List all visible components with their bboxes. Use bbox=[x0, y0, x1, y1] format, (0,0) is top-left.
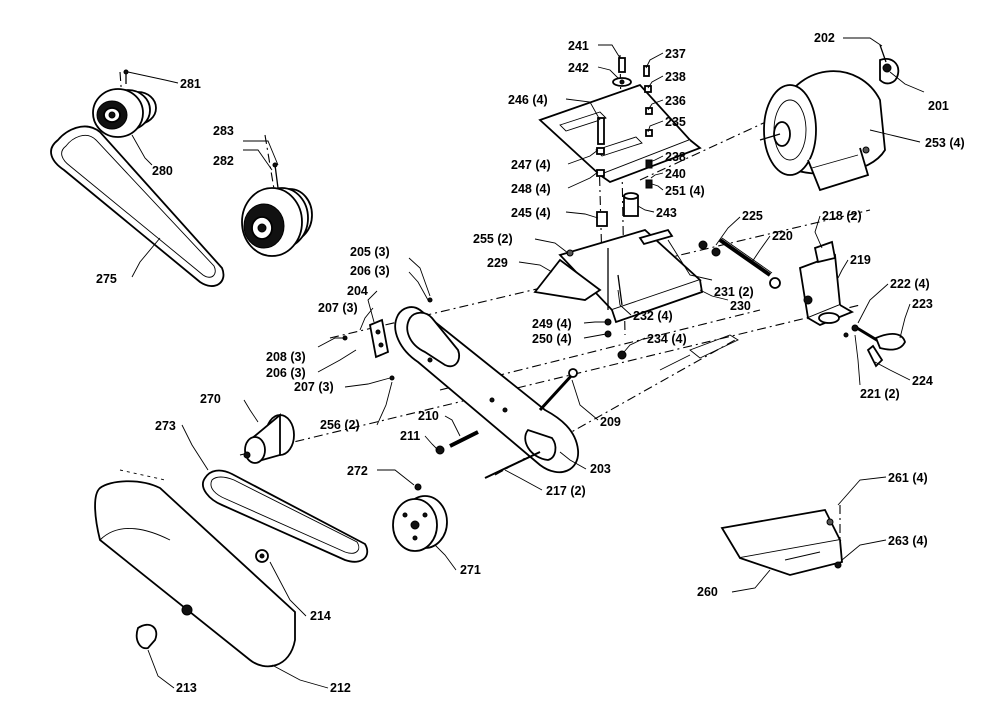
callout-243: 243 bbox=[656, 206, 677, 220]
callout-238b: 238 bbox=[665, 150, 686, 164]
callout-241: 241 bbox=[568, 39, 589, 53]
callout-221: 221 (2) bbox=[860, 387, 900, 401]
belt-275 bbox=[50, 125, 225, 287]
callout-273: 273 bbox=[155, 419, 176, 433]
callout-240: 240 bbox=[665, 167, 686, 181]
shafts bbox=[435, 368, 578, 479]
callout-207b: 207 (3) bbox=[294, 380, 334, 394]
callout-275: 275 bbox=[96, 272, 117, 286]
callout-214: 214 bbox=[310, 609, 331, 623]
callout-235: 235 bbox=[665, 115, 686, 129]
belt-guard-212 bbox=[94, 469, 296, 668]
knob-214 bbox=[255, 549, 269, 563]
callout-207a: 207 (3) bbox=[318, 301, 358, 315]
callout-222: 222 (4) bbox=[890, 277, 930, 291]
callout-208: 208 (3) bbox=[266, 350, 306, 364]
callout-237: 237 bbox=[665, 47, 686, 61]
pulley-271 bbox=[392, 483, 448, 552]
motor-assembly bbox=[759, 44, 900, 192]
callout-248: 248 (4) bbox=[511, 182, 551, 196]
belt-273 bbox=[202, 469, 369, 563]
part-callouts: 281 280 283 282 275 202 201 253 (4) 241 … bbox=[96, 31, 965, 695]
callout-236: 236 bbox=[665, 94, 686, 108]
callout-205: 205 (3) bbox=[350, 245, 390, 259]
callout-220: 220 bbox=[772, 229, 793, 243]
callout-263: 263 (4) bbox=[888, 534, 928, 548]
platform-230 bbox=[533, 228, 704, 360]
bracket-219 bbox=[798, 240, 855, 327]
callout-251: 251 (4) bbox=[665, 184, 705, 198]
callout-281: 281 bbox=[180, 77, 201, 91]
callout-272: 272 bbox=[347, 464, 368, 478]
step-pulley-282 bbox=[241, 162, 313, 257]
callout-249: 249 (4) bbox=[532, 317, 572, 331]
callout-242: 242 bbox=[568, 61, 589, 75]
callout-204: 204 bbox=[347, 284, 368, 298]
callout-232: 232 (4) bbox=[633, 309, 673, 323]
callout-224: 224 bbox=[912, 374, 933, 388]
callout-261: 261 (4) bbox=[888, 471, 928, 485]
callout-246: 246 (4) bbox=[508, 93, 548, 107]
handle-223 bbox=[843, 324, 906, 368]
callout-245: 245 (4) bbox=[511, 206, 551, 220]
callout-210: 210 bbox=[418, 409, 439, 423]
callout-283: 283 bbox=[213, 124, 234, 138]
step-pulley-280 bbox=[92, 69, 157, 138]
callout-209: 209 bbox=[600, 415, 621, 429]
callout-247: 247 (4) bbox=[511, 158, 551, 172]
callout-223: 223 bbox=[912, 297, 933, 311]
callout-217: 217 (2) bbox=[546, 484, 586, 498]
pulley-270 bbox=[243, 413, 295, 464]
callout-231: 231 (2) bbox=[714, 285, 754, 299]
callout-280: 280 bbox=[152, 164, 173, 178]
tension-rod-220 bbox=[698, 237, 781, 289]
callout-238a: 238 bbox=[665, 70, 686, 84]
callout-218: 218 (2) bbox=[822, 209, 862, 223]
bracket-204 bbox=[342, 297, 433, 381]
callout-213: 213 bbox=[176, 681, 197, 695]
adjuster-rod-231 bbox=[659, 334, 739, 371]
leader-lines bbox=[127, 37, 925, 689]
base-bracket-260 bbox=[720, 508, 843, 576]
callout-230: 230 bbox=[730, 299, 751, 313]
callout-234: 234 (4) bbox=[647, 332, 687, 346]
callout-229: 229 bbox=[487, 256, 508, 270]
callout-260: 260 bbox=[697, 585, 718, 599]
callout-206a: 206 (3) bbox=[350, 264, 390, 278]
callout-256: 256 (2) bbox=[320, 418, 360, 432]
callout-270: 270 bbox=[200, 392, 221, 406]
callout-253: 253 (4) bbox=[925, 136, 965, 150]
callout-202: 202 bbox=[814, 31, 835, 45]
callout-201: 201 bbox=[928, 99, 949, 113]
guard-plate-203 bbox=[394, 306, 579, 474]
callout-211: 211 bbox=[400, 429, 420, 443]
callout-219: 219 bbox=[850, 253, 871, 267]
callout-282: 282 bbox=[213, 154, 234, 168]
callout-203: 203 bbox=[590, 462, 611, 476]
callout-212: 212 bbox=[330, 681, 351, 695]
callout-271: 271 bbox=[460, 563, 481, 577]
callout-225: 225 bbox=[742, 209, 763, 223]
callout-255: 255 (2) bbox=[473, 232, 513, 246]
callout-206b: 206 (3) bbox=[266, 366, 306, 380]
callout-250: 250 (4) bbox=[532, 332, 572, 346]
